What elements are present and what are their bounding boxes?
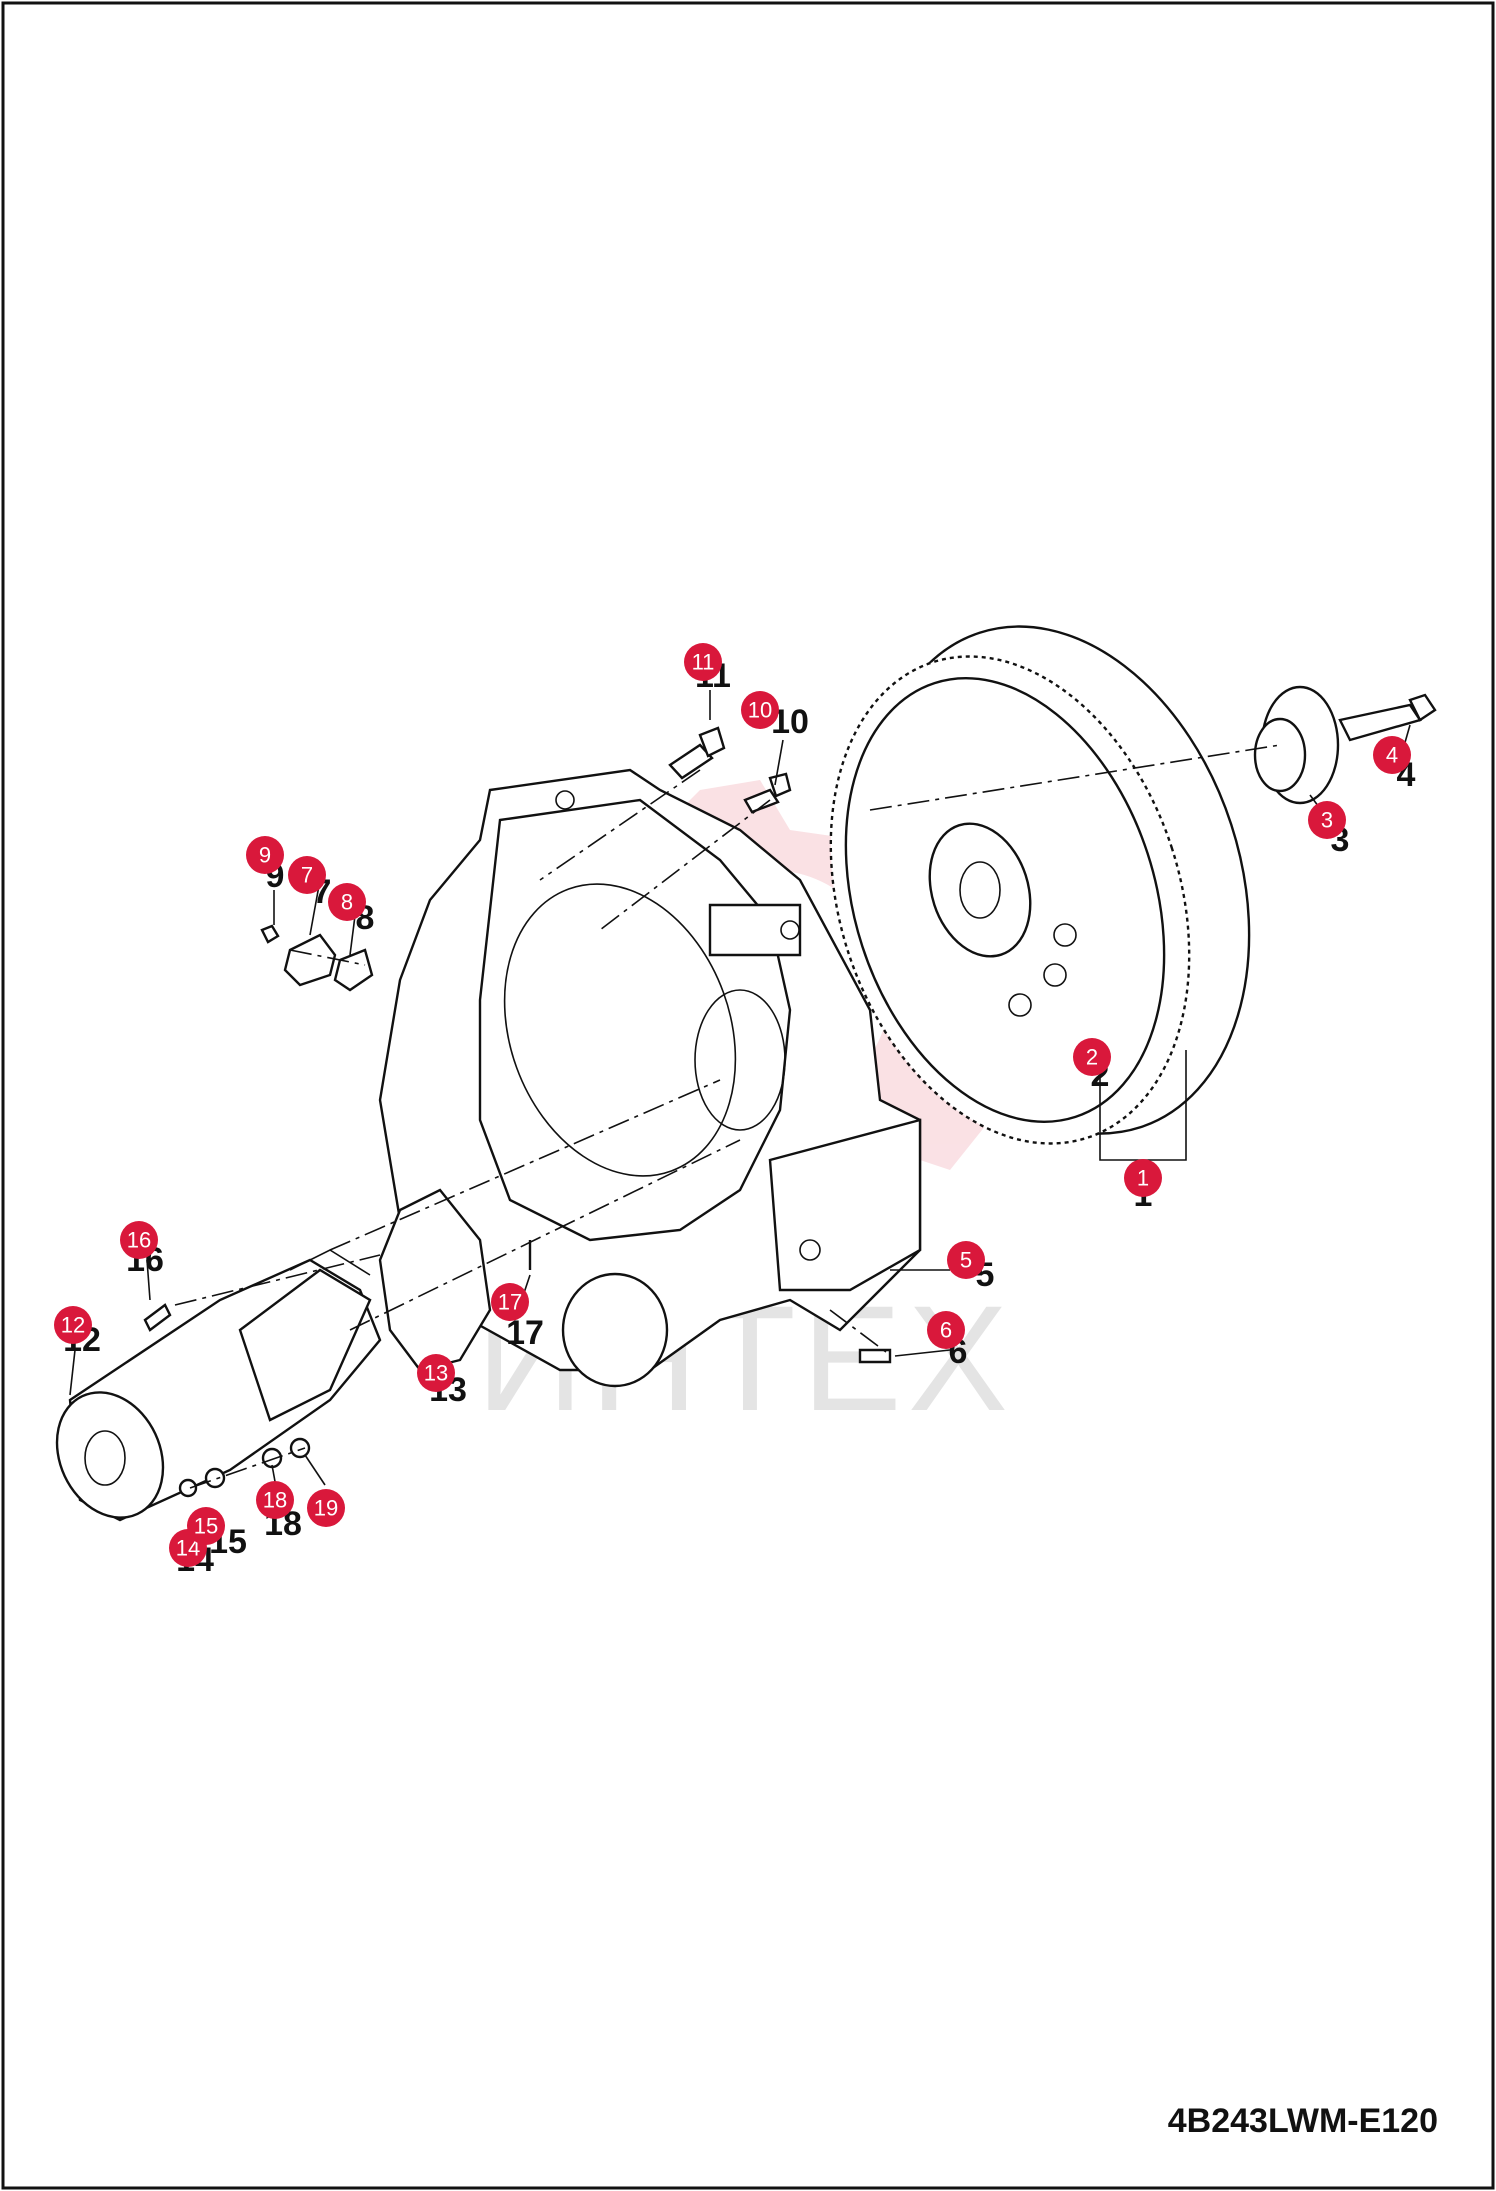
assembly-lines [174,744,1281,1489]
svg-text:10: 10 [748,698,772,723]
svg-text:3: 3 [1321,808,1333,833]
callout-12[interactable]: 12 [54,1306,92,1344]
svg-text:7: 7 [301,863,313,888]
callout-7[interactable]: 7 [288,856,326,894]
callout-8[interactable]: 8 [328,883,366,921]
callout-16[interactable]: 16 [120,1221,158,1259]
flange-coupling [1253,685,1437,805]
callout-1[interactable]: 1 [1124,1159,1162,1197]
svg-text:18: 18 [263,1488,287,1513]
callout-2[interactable]: 2 [1073,1038,1111,1076]
cover-plates [260,924,374,992]
callout-4[interactable]: 4 [1373,736,1411,774]
flywheel-housing [378,768,922,1388]
svg-text:9: 9 [259,843,271,868]
svg-text:17: 17 [498,1290,522,1315]
svg-text:4: 4 [1386,743,1398,768]
svg-text:12: 12 [61,1313,85,1338]
starter-fasteners [143,1303,311,1498]
starter-motor [55,1249,382,1522]
callout-18[interactable]: 18 [256,1481,294,1519]
callout-3[interactable]: 3 [1308,801,1346,839]
callout-19[interactable]: 19 [307,1489,345,1527]
callout-11[interactable]: 11 [684,643,722,681]
callout-15[interactable]: 15 [187,1507,225,1545]
flywheel [829,625,1251,1145]
callout-5[interactable]: 5 [947,1241,985,1279]
svg-text:11: 11 [692,650,715,675]
starter-gasket [378,1188,492,1372]
svg-text:5: 5 [960,1248,972,1273]
svg-text:6: 6 [940,1318,952,1343]
svg-text:8: 8 [341,890,353,915]
callout-10[interactable]: 10 [741,691,779,729]
drawing-code: 4B243LWM-E120 [1168,2102,1438,2140]
svg-text:1: 1 [1137,1166,1149,1191]
svg-text:2: 2 [1086,1045,1098,1070]
callout-6[interactable]: 6 [927,1311,965,1349]
svg-text:16: 16 [127,1228,151,1253]
callout-17[interactable]: 17 [491,1283,529,1321]
callout-13[interactable]: 13 [417,1354,455,1392]
svg-text:15: 15 [194,1514,218,1539]
housing-bolts [528,726,892,1364]
callout-markers: 1 2 3 4 5 6 7 8 9 10 11 12 13 14 15 16 1… [54,643,1411,1567]
svg-text:19: 19 [314,1496,338,1521]
callout-9[interactable]: 9 [246,836,284,874]
svg-text:13: 13 [424,1361,448,1386]
